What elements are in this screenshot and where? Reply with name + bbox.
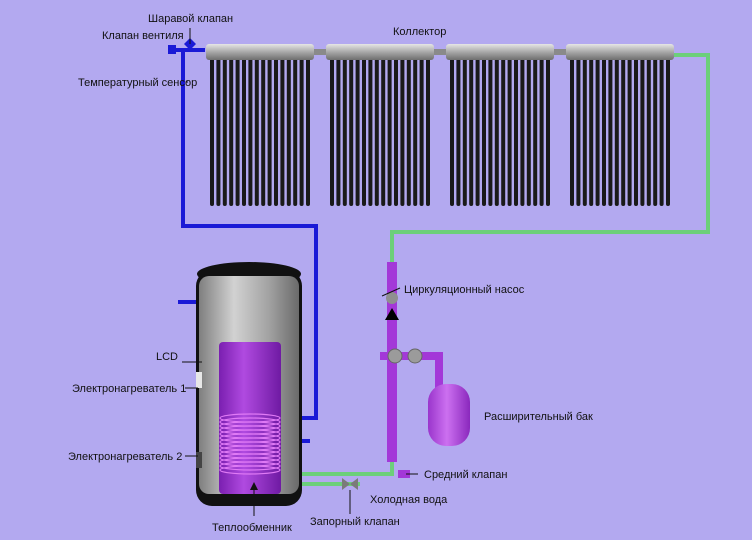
collector-header (446, 44, 554, 60)
ball-valve-label: Шаравой клапан (148, 13, 233, 25)
heat-exchanger-coil (219, 413, 281, 475)
heater-2-icon (196, 452, 202, 468)
lcd-label: LCD (156, 351, 178, 363)
leader-lines (182, 81, 418, 516)
header-connector (434, 49, 446, 55)
coil-loop (219, 465, 281, 475)
vent-valve-label: Клапан вентиля (102, 30, 184, 42)
collector-header (326, 44, 434, 60)
header-connector (314, 49, 326, 55)
shutoff-valve-label: Запорный клапан (310, 516, 400, 528)
temp-sensor-label: Температурный сенсор (78, 77, 197, 89)
heat-exchanger-label: Теплообменник (212, 522, 292, 534)
tee-valve-icon (387, 348, 403, 364)
heater-1-label: Электронагреватель 1 (72, 383, 186, 395)
expansion-tank (428, 384, 470, 446)
circulation-pump-icon (385, 308, 399, 320)
circulation-pump-label: Циркуляционный насос (404, 284, 525, 296)
shutoff-valve-icon (342, 478, 350, 490)
storage-tank (196, 262, 302, 506)
collector-header (206, 44, 314, 60)
tee-valve-icon (407, 348, 423, 364)
cold-water-label: Холодная вода (370, 494, 448, 506)
coil-loop (219, 461, 281, 471)
middle-valve-icon (398, 470, 410, 478)
expansion-tank-label: Расширительный бак (484, 411, 593, 423)
collector-label: Коллектор (393, 26, 446, 38)
header-connector (554, 49, 566, 55)
collector-header (566, 44, 674, 60)
middle-valve-label: Средний клапан (424, 469, 507, 481)
heater-1-icon (196, 372, 202, 388)
pump-valve-icon (386, 292, 398, 304)
solar-collector (206, 44, 674, 206)
vent-valve-icon (168, 45, 176, 54)
heater-2-label: Электронагреватель 2 (68, 451, 182, 463)
